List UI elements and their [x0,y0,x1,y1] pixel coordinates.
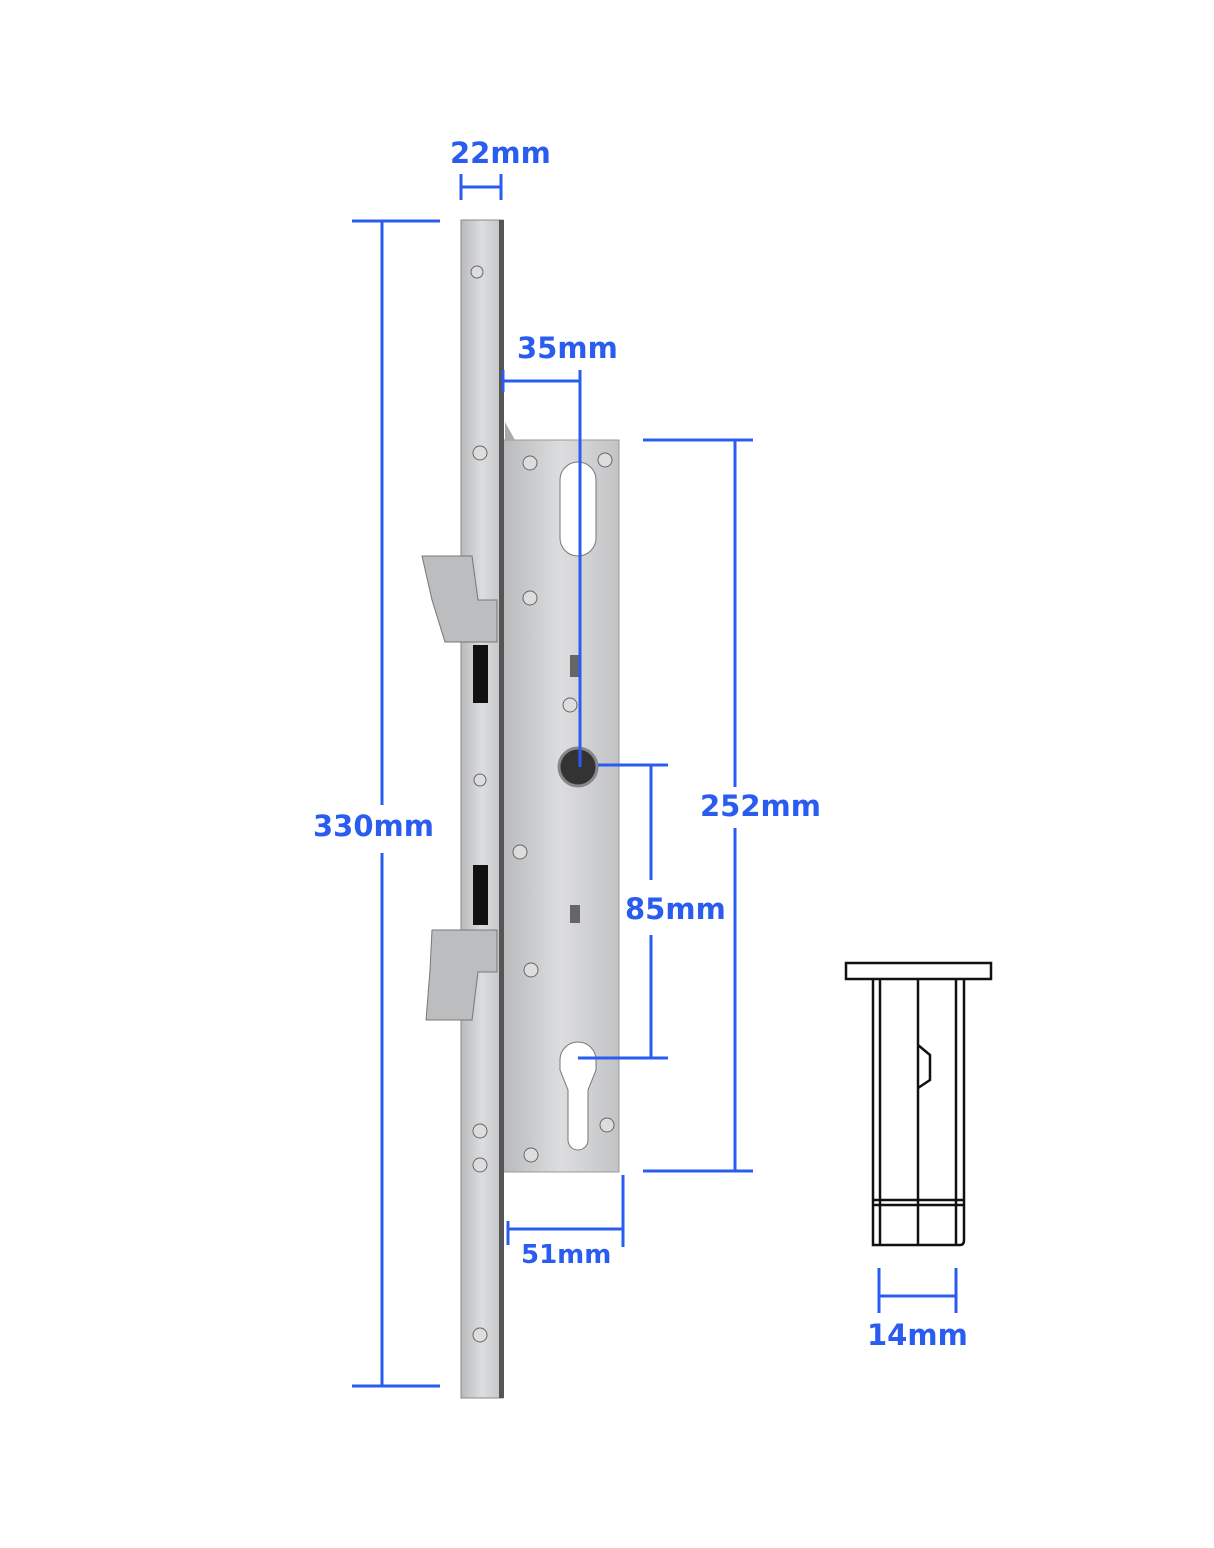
dim-85mm [578,763,668,1060]
side-view-drawing [844,961,993,1247]
cylinder-cutout [559,1041,597,1151]
faceplate [460,219,504,1399]
spindle-hole [557,746,599,788]
label-85mm: 85mm [625,892,726,926]
dim-22mm [459,174,503,200]
lock-case [502,439,620,1173]
label-330mm: 330mm [313,809,434,843]
dim-51mm [506,1175,625,1247]
upper-slot [559,461,597,557]
dim-330mm [352,219,440,1388]
dimension-lines [352,174,958,1388]
dim-14mm [877,1268,958,1313]
mortise-lock-photo [421,219,620,1399]
hook-bolt-upper [421,555,498,643]
label-14mm: 14mm [867,1318,968,1352]
label-51mm: 51mm [521,1240,611,1270]
label-252mm: 252mm [700,789,821,823]
label-35mm: 35mm [517,331,618,365]
dim-252mm [643,438,753,1173]
hook-bolt-lower [425,929,498,1021]
label-22mm: 22mm [450,136,551,170]
dim-35mm [501,370,582,767]
